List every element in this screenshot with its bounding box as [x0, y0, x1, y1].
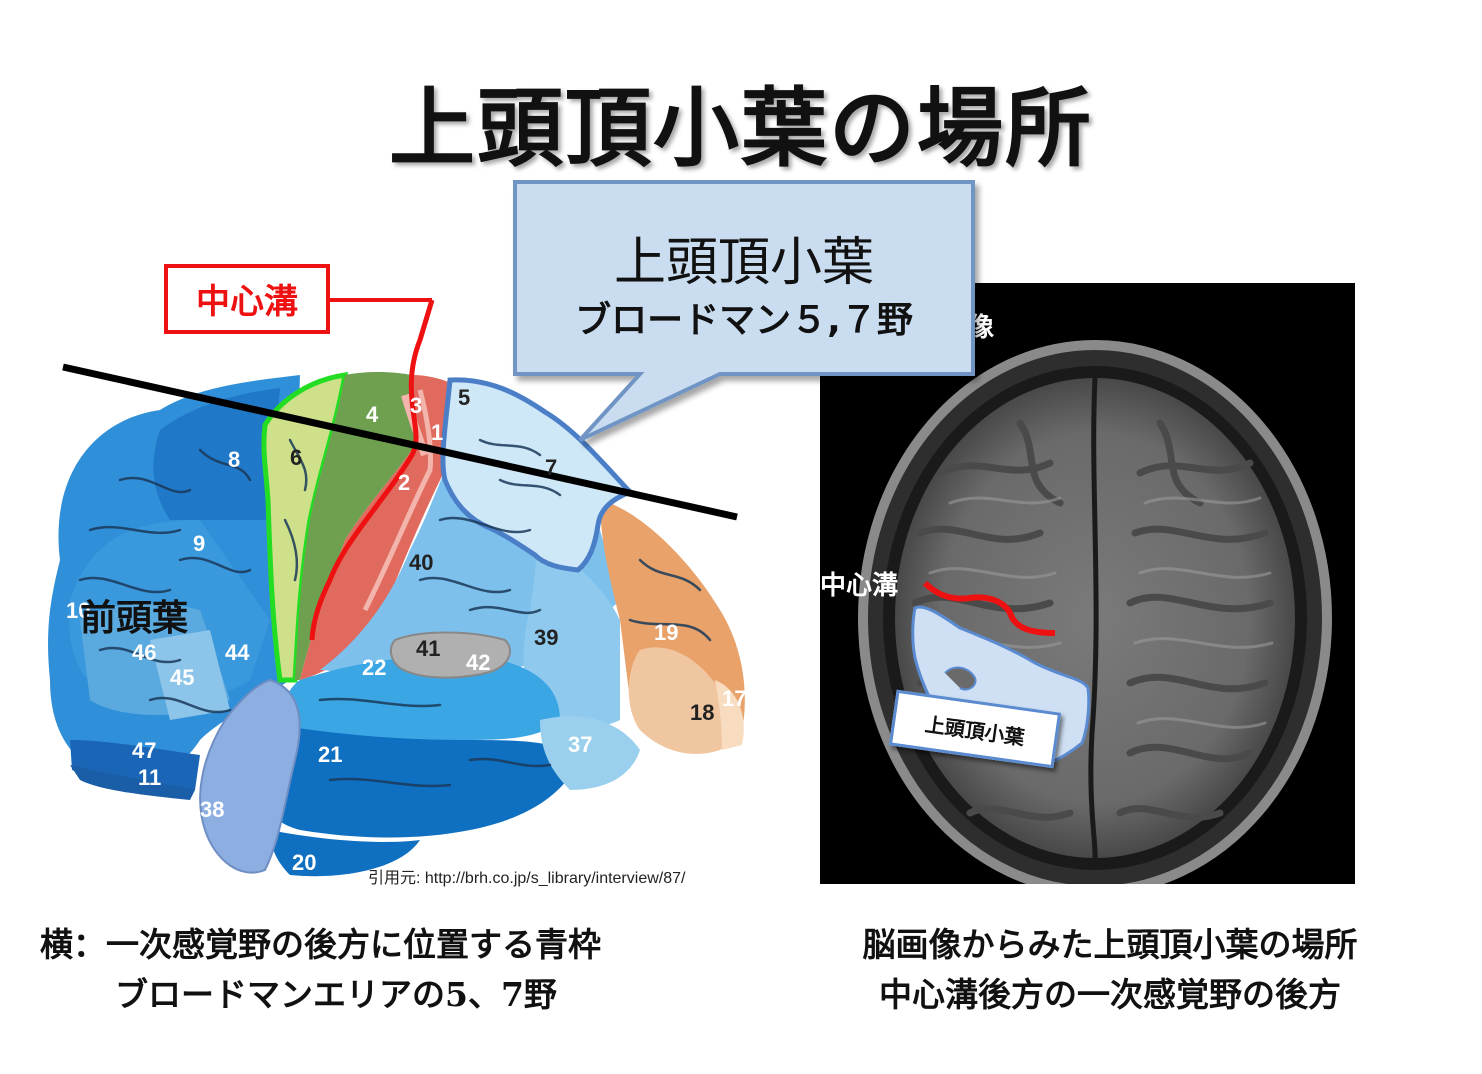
slide-title: 上頭頂小葉の場所: [389, 78, 1093, 179]
central-sulcus-label-box: [164, 264, 330, 334]
area-label-20: 20: [292, 850, 316, 875]
area-label-2: 2: [398, 470, 410, 495]
area-22-temporal: [284, 656, 560, 740]
axial-slice-line: [62, 363, 738, 521]
frontal-lobe-label: 前頭葉: [80, 597, 189, 639]
area-20-temporal: [270, 830, 420, 877]
callout-bubble: [513, 180, 975, 442]
area-label-4: 4: [366, 402, 379, 427]
area-label-41: 41: [416, 636, 440, 661]
central-sulcus-label: 中心溝: [196, 282, 298, 322]
central-sulcus-line: [309, 299, 435, 641]
area-4-motor: [295, 371, 418, 680]
right-caption-line1: 脳画像からみた上頭頂小葉の場所: [862, 925, 1358, 964]
area-label-39: 39: [534, 625, 558, 650]
area-label-42: 42: [466, 650, 490, 675]
mri-image: 中心溝 像 上頭頂小葉: [820, 283, 1355, 884]
area-label-3: 3: [410, 393, 422, 418]
area-38-temporal-pole: [199, 678, 301, 874]
callout-subtitle: ブロードマン５,７野: [575, 299, 913, 341]
area-label-46: 46: [132, 640, 156, 665]
area-label-1: 1: [431, 420, 443, 445]
left-caption-line2: ブロードマンエリアの5、7野: [115, 975, 557, 1014]
left-caption: 横：一次感覚野の後方に位置する青枠 ブロードマンエリアの5、7野: [40, 920, 601, 1020]
area-label-9: 9: [193, 531, 205, 556]
area-label-11: 11: [138, 765, 161, 790]
mri-central-sulcus-line: [922, 580, 1056, 636]
area-18-occipital: [628, 647, 732, 754]
area-label-45: 45: [170, 665, 194, 690]
area-label-5: 5: [458, 385, 470, 410]
area-label-44: 44: [225, 640, 250, 665]
area-label-18: 18: [690, 700, 714, 725]
left-caption-line1: 横：一次感覚野の後方に位置する青枠: [40, 925, 601, 964]
area-label-21: 21: [318, 742, 342, 767]
area-label-7: 7: [545, 455, 557, 480]
area-label-47: 47: [132, 738, 156, 763]
area-label-6: 6: [290, 445, 302, 470]
area-21-temporal: [247, 720, 580, 838]
area-label-37: 37: [568, 732, 592, 757]
area-label-40: 40: [409, 550, 433, 575]
area-label-17: 17: [722, 686, 746, 711]
area-37: [540, 716, 640, 790]
area-17-visual: [715, 680, 744, 750]
citation-source: 引用元: http://brh.co.jp/s_library/intervie…: [368, 870, 686, 887]
right-caption: 脳画像からみた上頭頂小葉の場所 中心溝後方の一次感覚野の後方: [780, 920, 1440, 1020]
area-label-19: 19: [654, 620, 678, 645]
area-label-22: 22: [362, 655, 386, 680]
area-label-8: 8: [228, 447, 240, 472]
brodmann-brain-diagram: 中心溝 3 1 2 4 5 6 7 8 9 10 11 17 18 19 20 …: [48, 264, 746, 877]
area-39-angular: [523, 540, 620, 728]
area-41-42-auditory: [389, 631, 511, 679]
area-label-38: 38: [200, 797, 224, 822]
callout-title: 上頭頂小葉: [614, 233, 874, 293]
right-caption-line2: 中心溝後方の一次感覚野の後方: [879, 975, 1341, 1014]
area-label-10: 10: [66, 598, 90, 623]
mri-central-sulcus-label: 中心溝: [820, 571, 899, 601]
